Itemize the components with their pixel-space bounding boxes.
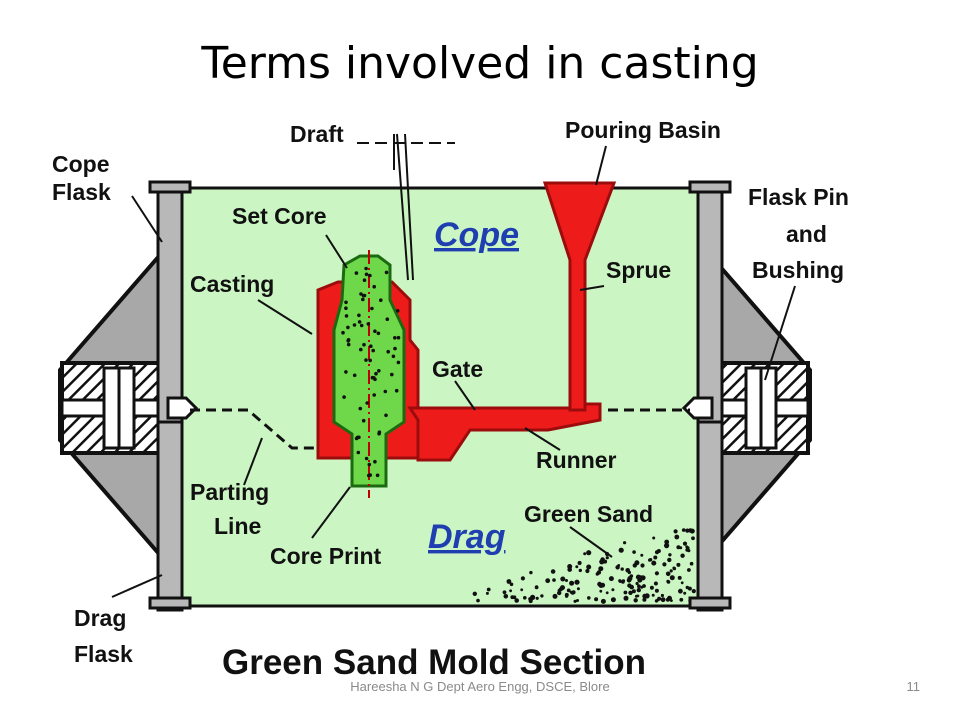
label-gate: Gate: [432, 356, 483, 382]
label-flask-pin-3: Bushing: [752, 257, 844, 283]
label-drag-flask-2: Flask: [74, 641, 133, 667]
draft-line-2: [404, 133, 414, 281]
label-casting: Casting: [190, 271, 274, 297]
label-drag-region: Drag: [428, 518, 506, 556]
label-draft: Draft: [290, 121, 344, 147]
slide-footer: Hareesha N G Dept Aero Engg, DSCE, Blore: [350, 679, 610, 694]
core-sand-dots: [341, 266, 401, 478]
label-parting-1: Parting: [190, 479, 269, 505]
label-drag-flask-1: Drag: [74, 605, 126, 631]
green-sand-stipple: [472, 528, 696, 604]
flask-pin-right: [681, 396, 714, 420]
leader-lines: [111, 145, 796, 598]
label-cope-region: Cope: [434, 216, 519, 254]
label-green-sand: Green Sand: [524, 501, 653, 527]
sprue: [542, 181, 617, 412]
label-set-core: Set Core: [232, 203, 327, 229]
label-core-print: Core Print: [270, 543, 382, 569]
label-cope-flask-1: Cope: [52, 151, 110, 177]
label-flask-pin-1: Flask Pin: [748, 184, 849, 210]
drag-flask: [148, 420, 732, 612]
label-cope-flask-2: Flask: [52, 179, 111, 205]
slide-number: 11: [906, 679, 921, 694]
flask-left-wing: [58, 249, 184, 561]
green-sand-body: [178, 186, 702, 608]
label-flask-pin-2: and: [786, 221, 827, 247]
draft-line-1: [396, 133, 409, 281]
label-parting-2: Line: [214, 513, 261, 539]
label-runner: Runner: [536, 447, 617, 473]
flask-pin-left: [166, 396, 199, 420]
label-sprue: Sprue: [606, 257, 671, 283]
diagram-caption: Green Sand Mold Section: [222, 643, 646, 682]
slide-title: Terms involved in casting: [201, 38, 759, 89]
label-pouring-basin: Pouring Basin: [565, 117, 721, 143]
